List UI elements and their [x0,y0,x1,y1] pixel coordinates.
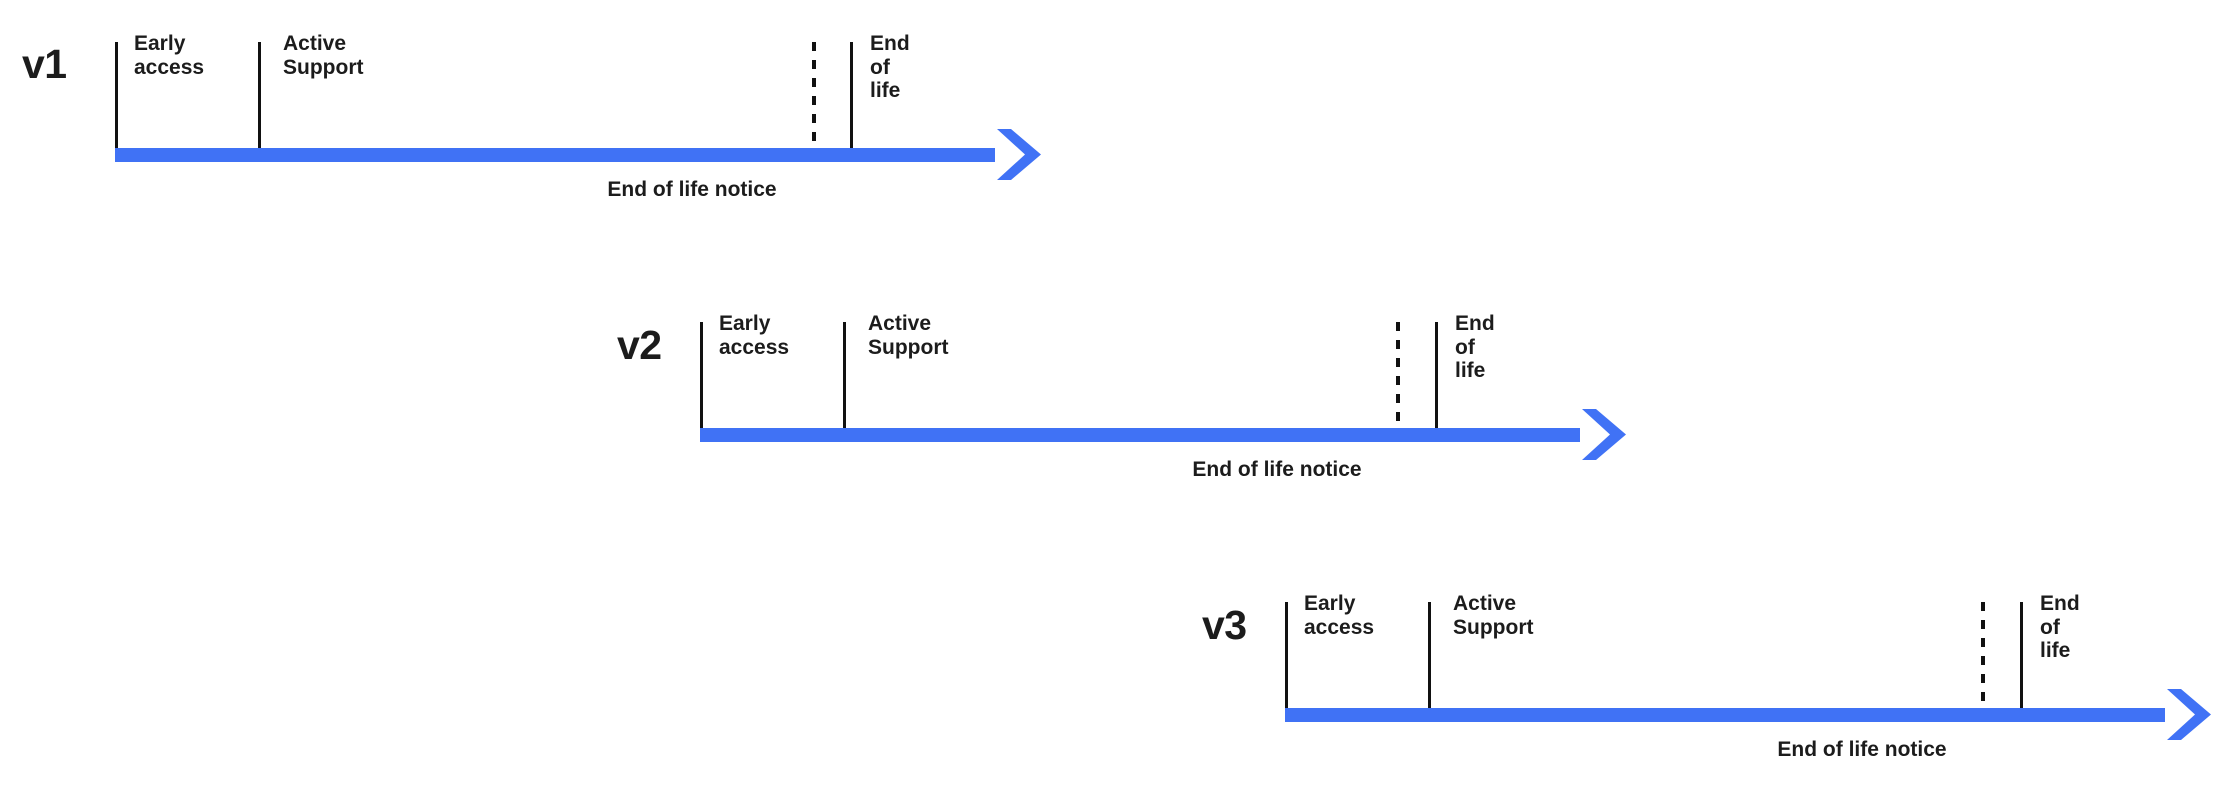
tick-end-of-life-start [2020,602,2023,708]
phase-label-early-access: Early access [134,32,205,79]
dashed-eol-notice-marker [812,42,816,148]
phase-label-end-of-life: End of life [1455,312,1495,383]
tick-active-support-start [258,42,261,148]
phase-label-active-support: Active Support [868,312,949,359]
timeline-bar-v3 [1285,708,2165,722]
dashed-eol-notice-marker [1396,322,1400,428]
version-label-v2: v2 [617,322,662,368]
timeline-arrow-head-v3 [2163,687,2223,743]
phase-label-early-access: Early access [719,312,790,359]
tick-early-access-start [115,42,118,148]
phase-label-active-support: Active Support [283,32,364,79]
tick-early-access-start [1285,602,1288,708]
phase-label-end-of-life: End of life [2040,592,2080,663]
caption-end-of-life-notice: End of life notice [1777,738,1947,761]
phase-label-early-access: Early access [1304,592,1375,639]
tick-active-support-start [843,322,846,428]
tick-end-of-life-start [1435,322,1438,428]
tick-early-access-start [700,322,703,428]
caption-end-of-life-notice: End of life notice [1192,458,1362,481]
version-label-v1: v1 [22,41,67,87]
tick-end-of-life-start [850,42,853,148]
caption-end-of-life-notice: End of life notice [607,178,777,201]
tick-active-support-start [1428,602,1431,708]
phase-label-active-support: Active Support [1453,592,1534,639]
timeline-bar-v1 [115,148,995,162]
timeline-arrow-head-v2 [1578,407,1638,463]
timeline-arrow-head-v1 [993,127,1053,183]
phase-label-end-of-life: End of life [870,32,910,103]
dashed-eol-notice-marker [1981,602,1985,708]
timeline-bar-v2 [700,428,1580,442]
version-label-v3: v3 [1202,602,1247,648]
